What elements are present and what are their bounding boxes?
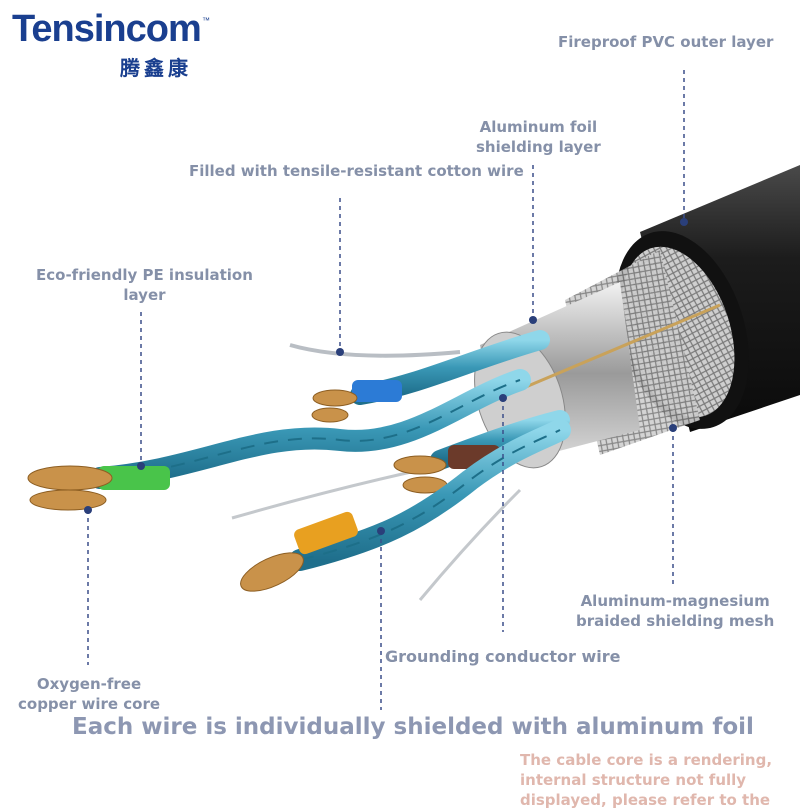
blue-pe-insulation bbox=[352, 380, 402, 402]
label-grounding-wire: Grounding conductor wire bbox=[385, 647, 621, 666]
orange-pe-insulation bbox=[294, 511, 358, 555]
copper-core-green bbox=[27, 465, 113, 511]
label-mesh-line2: braided shielding mesh bbox=[576, 612, 775, 630]
cotton-filler-wire-2 bbox=[231, 468, 421, 520]
copper-core-orange bbox=[240, 552, 304, 592]
label-copper-line2: copper wire core bbox=[18, 695, 161, 713]
green-pe-insulation bbox=[98, 466, 170, 490]
trademark-symbol: ™ bbox=[202, 16, 210, 25]
label-foil: Aluminum foil shielding layer bbox=[476, 117, 601, 157]
label-foil-line1: Aluminum foil bbox=[479, 118, 598, 136]
copper-core-blue bbox=[311, 389, 358, 423]
label-copper-core: Oxygen-free copper wire core bbox=[18, 674, 160, 714]
brand-logo: Tensincom bbox=[12, 8, 202, 50]
brand-chinese-name: 腾鑫康 bbox=[120, 56, 192, 80]
label-pe-insulation: Eco-friendly PE insulation layer bbox=[36, 265, 253, 305]
headline: Each wire is individually shielded with … bbox=[72, 714, 754, 740]
label-copper-line1: Oxygen-free bbox=[36, 675, 142, 693]
disclaimer-note: The cable core is a rendering, internal … bbox=[520, 751, 773, 809]
copper-core-brown bbox=[393, 455, 448, 494]
label-mesh-line1: Aluminum-magnesium bbox=[580, 592, 770, 610]
label-foil-line2: shielding layer bbox=[476, 138, 601, 156]
pointer-lines bbox=[87, 70, 685, 710]
label-braided-mesh: Aluminum-magnesium braided shielding mes… bbox=[576, 591, 774, 631]
label-pe-line2: layer bbox=[123, 286, 166, 304]
cotton-filler-wire-3 bbox=[418, 488, 522, 601]
label-outer-layer: Fireproof PVC outer layer bbox=[558, 33, 774, 51]
label-pe-line1: Eco-friendly PE insulation bbox=[36, 266, 253, 284]
cotton-filler-wire-1 bbox=[289, 343, 461, 358]
pointer-dots bbox=[84, 218, 688, 535]
label-cotton-wire: Filled with tensile-resistant cotton wir… bbox=[189, 162, 524, 180]
